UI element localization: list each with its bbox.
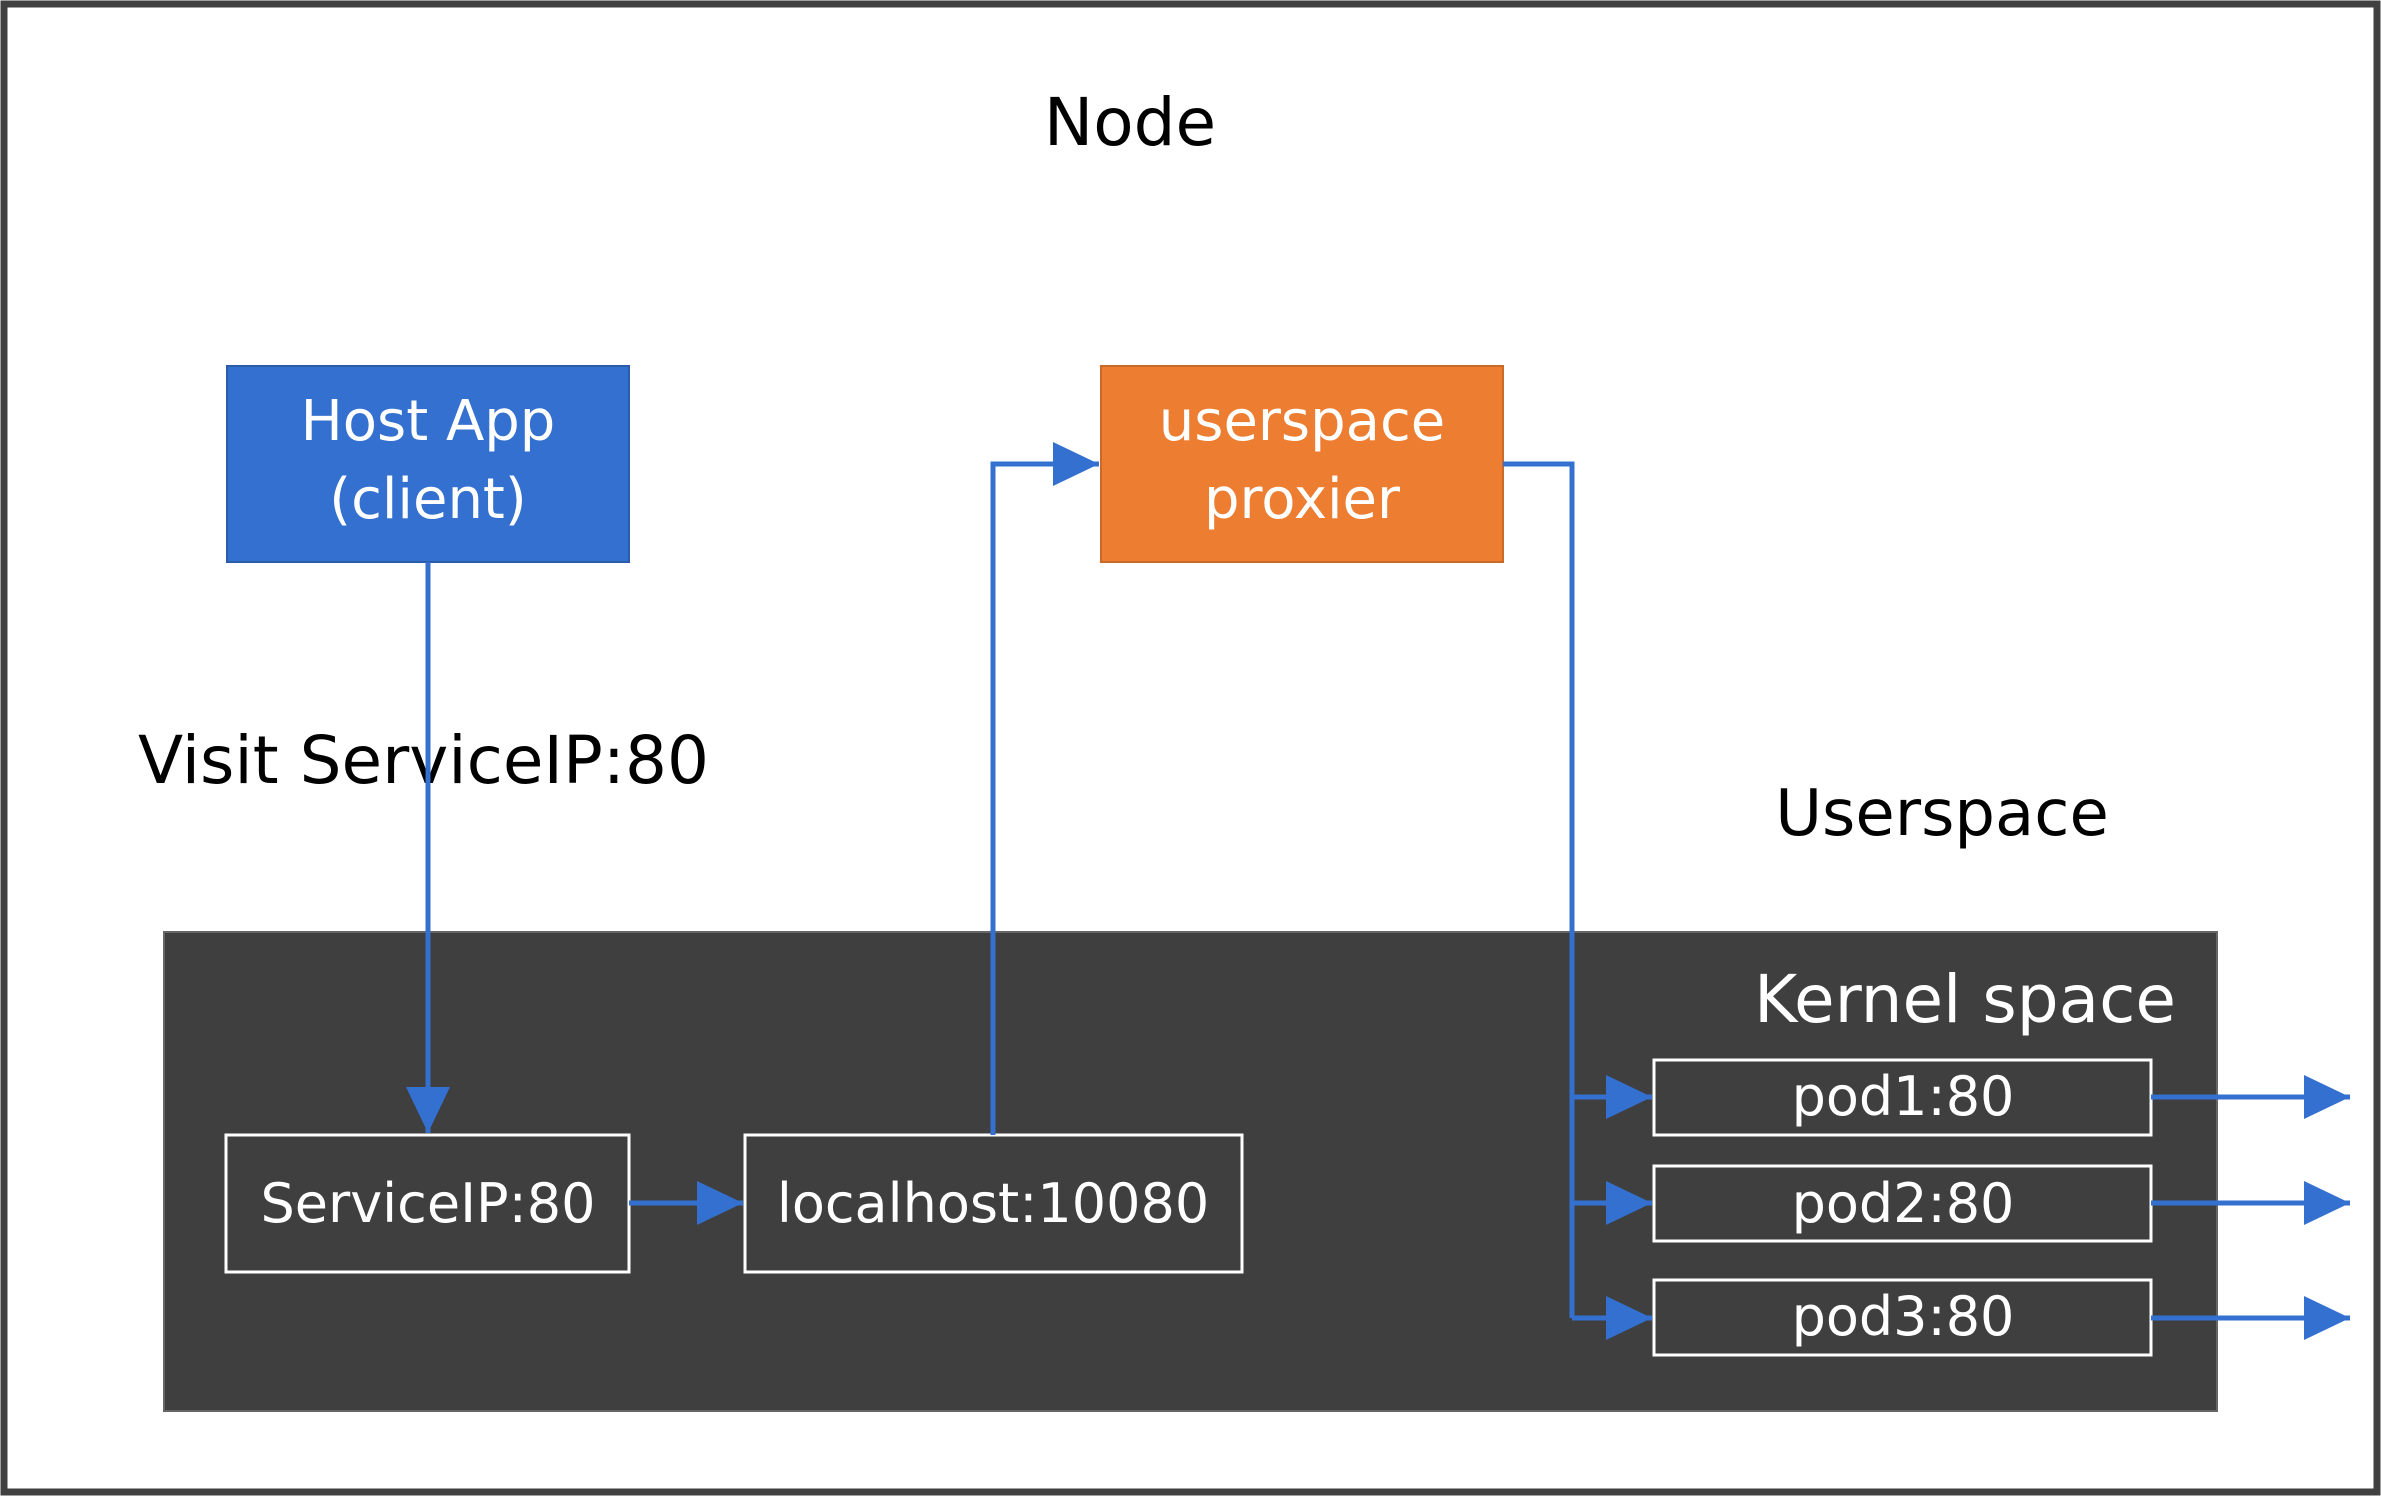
host-app-label-line1: Host App <box>301 389 556 454</box>
userspace-label: Userspace <box>1775 777 2109 851</box>
visit-serviceip-label: Visit ServiceIP:80 <box>138 722 709 799</box>
proxier-label-line2: proxier <box>1204 467 1401 532</box>
pod2-label: pod2:80 <box>1792 1172 2015 1235</box>
host-app-box <box>226 365 630 563</box>
node-label: Node <box>1044 84 1216 161</box>
proxier-label-line1: userspace <box>1159 389 1445 454</box>
serviceip-label: ServiceIP:80 <box>261 1172 596 1235</box>
localhost-label: localhost:10080 <box>777 1172 1209 1235</box>
kernel-space-region <box>163 931 2218 1412</box>
pod3-label: pod3:80 <box>1792 1285 2015 1348</box>
kernel-space-label: Kernel space <box>1754 961 2176 1038</box>
host-app-label-line2: (client) <box>329 467 527 532</box>
connector-proxier-trunk <box>1503 461 1575 1318</box>
pod1-label: pod1:80 <box>1792 1065 2015 1128</box>
userspace-proxier-box <box>1100 365 1504 563</box>
arrow-localhost-to-proxier <box>990 442 1099 1135</box>
